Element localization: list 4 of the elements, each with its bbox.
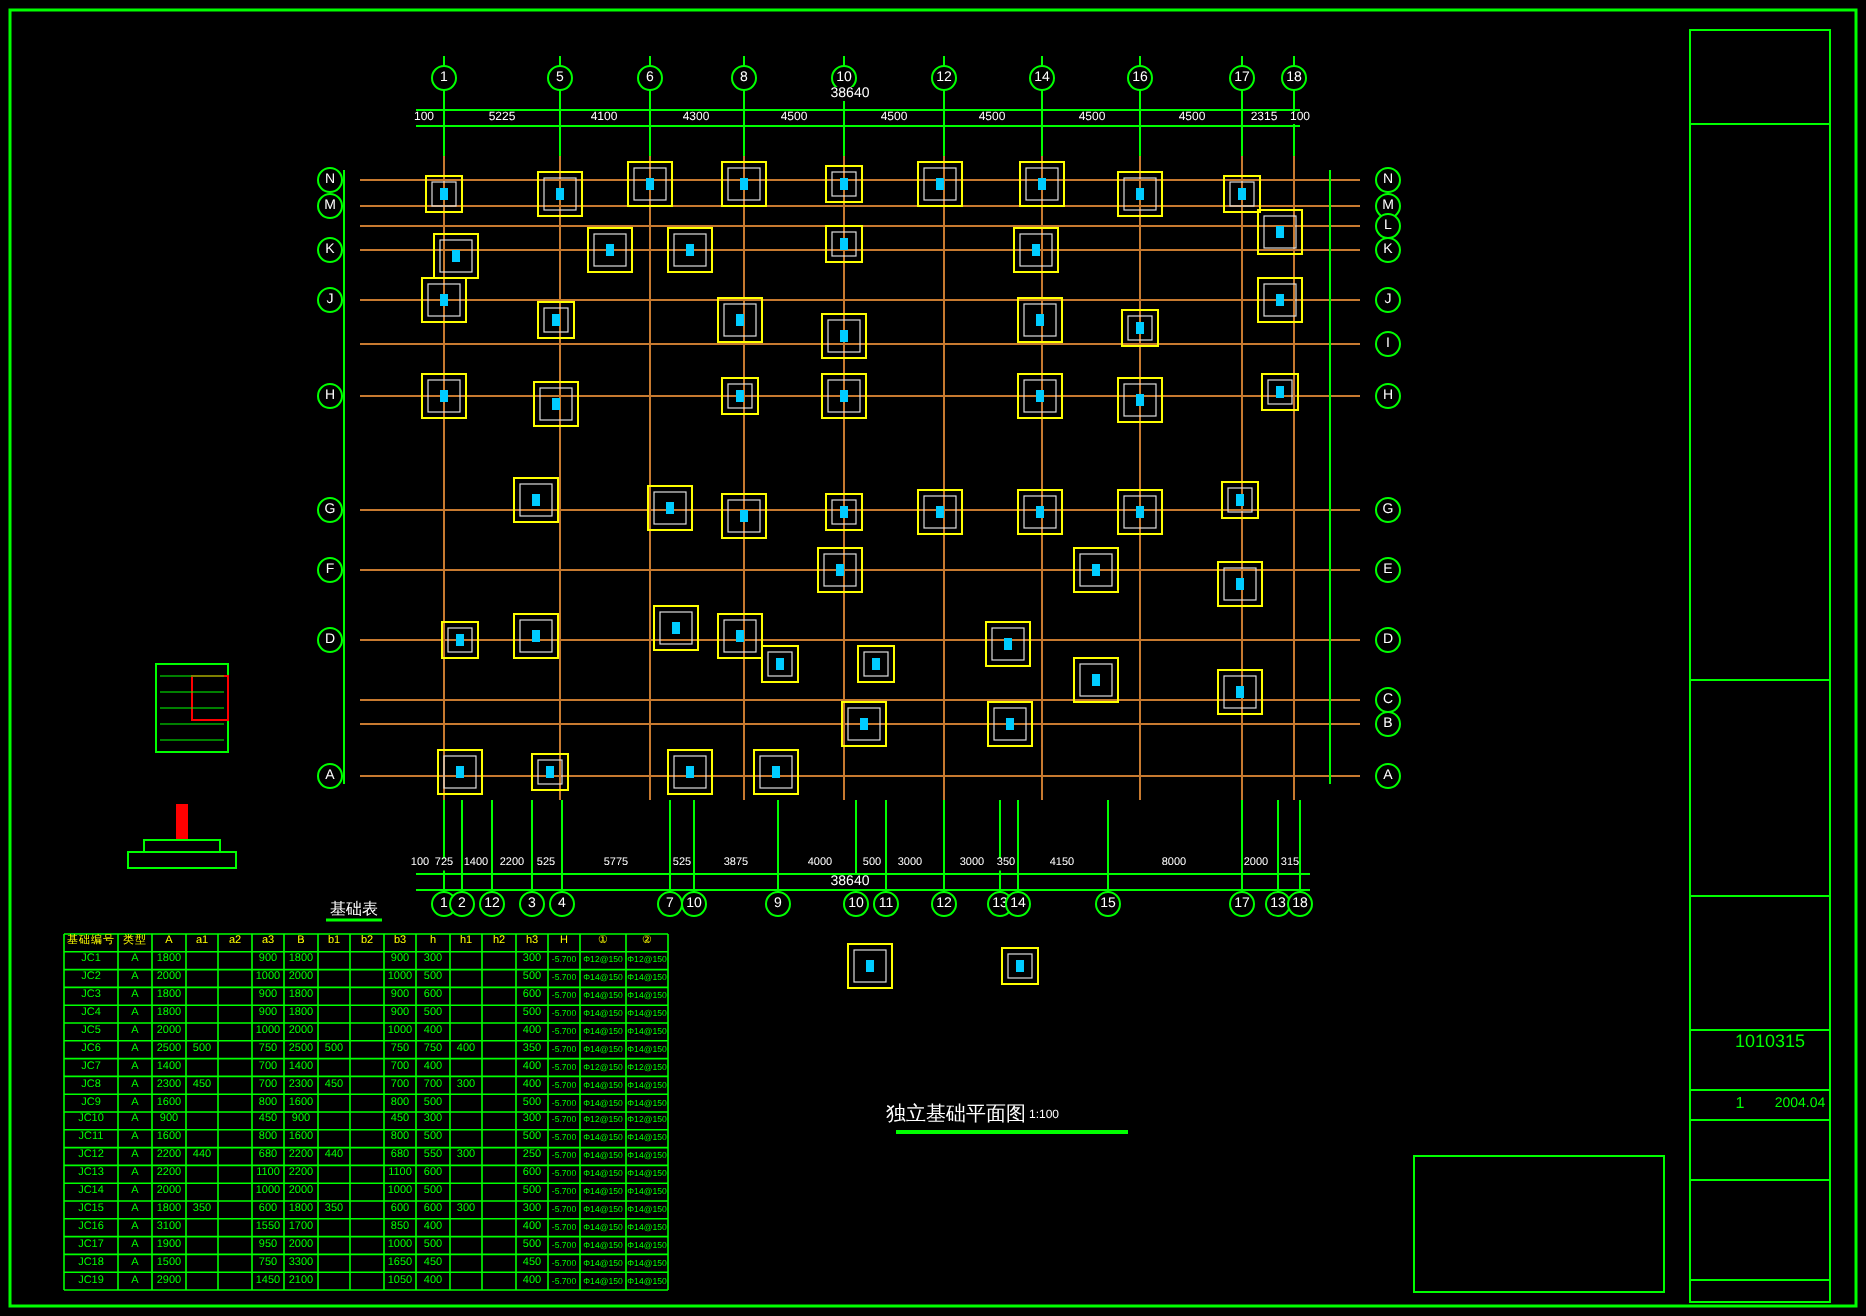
drawing-number: 1010315 <box>1734 1033 1806 1051</box>
drawing-title: 独立基础平面图 <box>886 1106 1026 1126</box>
table-title: 基础表 <box>330 902 378 918</box>
version-number: 1 <box>1735 1096 1745 1112</box>
